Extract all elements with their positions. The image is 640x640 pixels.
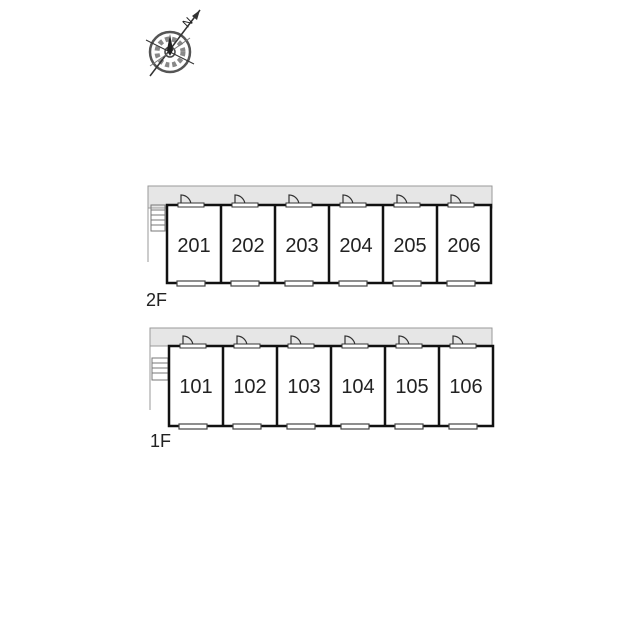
floor-label-2f: 2F [146, 290, 167, 310]
unit-101: 101 [178, 335, 213, 430]
balcony-window [178, 423, 208, 430]
unit-106: 106 [437, 335, 483, 430]
stairs-icon [151, 357, 169, 381]
door-icon [341, 335, 369, 349]
door-icon [233, 335, 261, 349]
north-arrow-icon [145, 9, 201, 77]
unit-105: 105 [383, 335, 429, 430]
unit-label: 102 [233, 376, 266, 398]
unit-label: 206 [447, 235, 480, 257]
balcony-window [284, 280, 314, 287]
stairs-icon [150, 204, 166, 232]
unit-203: 203 [273, 194, 319, 287]
unit-104: 104 [329, 335, 375, 430]
corridor-1f [149, 327, 493, 347]
door-icon [393, 194, 421, 208]
unit-205: 205 [381, 194, 427, 287]
unit-label: 103 [287, 376, 320, 398]
unit-102: 102 [221, 335, 267, 430]
unit-103: 103 [275, 335, 321, 430]
balcony-window [448, 423, 478, 430]
door-icon [179, 335, 207, 349]
door-icon [447, 194, 475, 208]
door-icon [395, 335, 423, 349]
balcony-window [394, 423, 424, 430]
unit-label: 203 [285, 235, 318, 257]
door-icon [177, 194, 205, 208]
unit-label: 205 [393, 235, 426, 257]
unit-label: 201 [177, 235, 210, 257]
door-icon [231, 194, 259, 208]
balcony-window [340, 423, 370, 430]
unit-206: 206 [435, 194, 481, 287]
unit-201: 201 [176, 194, 211, 287]
door-icon [339, 194, 367, 208]
balcony-window [232, 423, 262, 430]
unit-label: 101 [179, 376, 212, 398]
door-icon [285, 194, 313, 208]
door-icon [287, 335, 315, 349]
door-icon [449, 335, 477, 349]
unit-label: 204 [339, 235, 372, 257]
balcony-window [286, 423, 316, 430]
unit-label: 104 [341, 376, 374, 398]
unit-204: 204 [327, 194, 373, 287]
unit-202: 202 [219, 194, 265, 287]
unit-label: 105 [395, 376, 428, 398]
balcony-window [230, 280, 260, 287]
floor-label-1f: 1F [150, 431, 171, 451]
balcony-window [446, 280, 476, 287]
floor-2f: 201 202 203 204 205 206 2F [146, 185, 493, 310]
balcony-window [392, 280, 422, 287]
balcony-window [176, 280, 206, 287]
floor-1f: 101 102 103 104 105 106 1F [149, 327, 495, 451]
compass: N [145, 9, 201, 77]
balcony-window [338, 280, 368, 287]
unit-label: 202 [231, 235, 264, 257]
unit-label: 106 [449, 376, 482, 398]
